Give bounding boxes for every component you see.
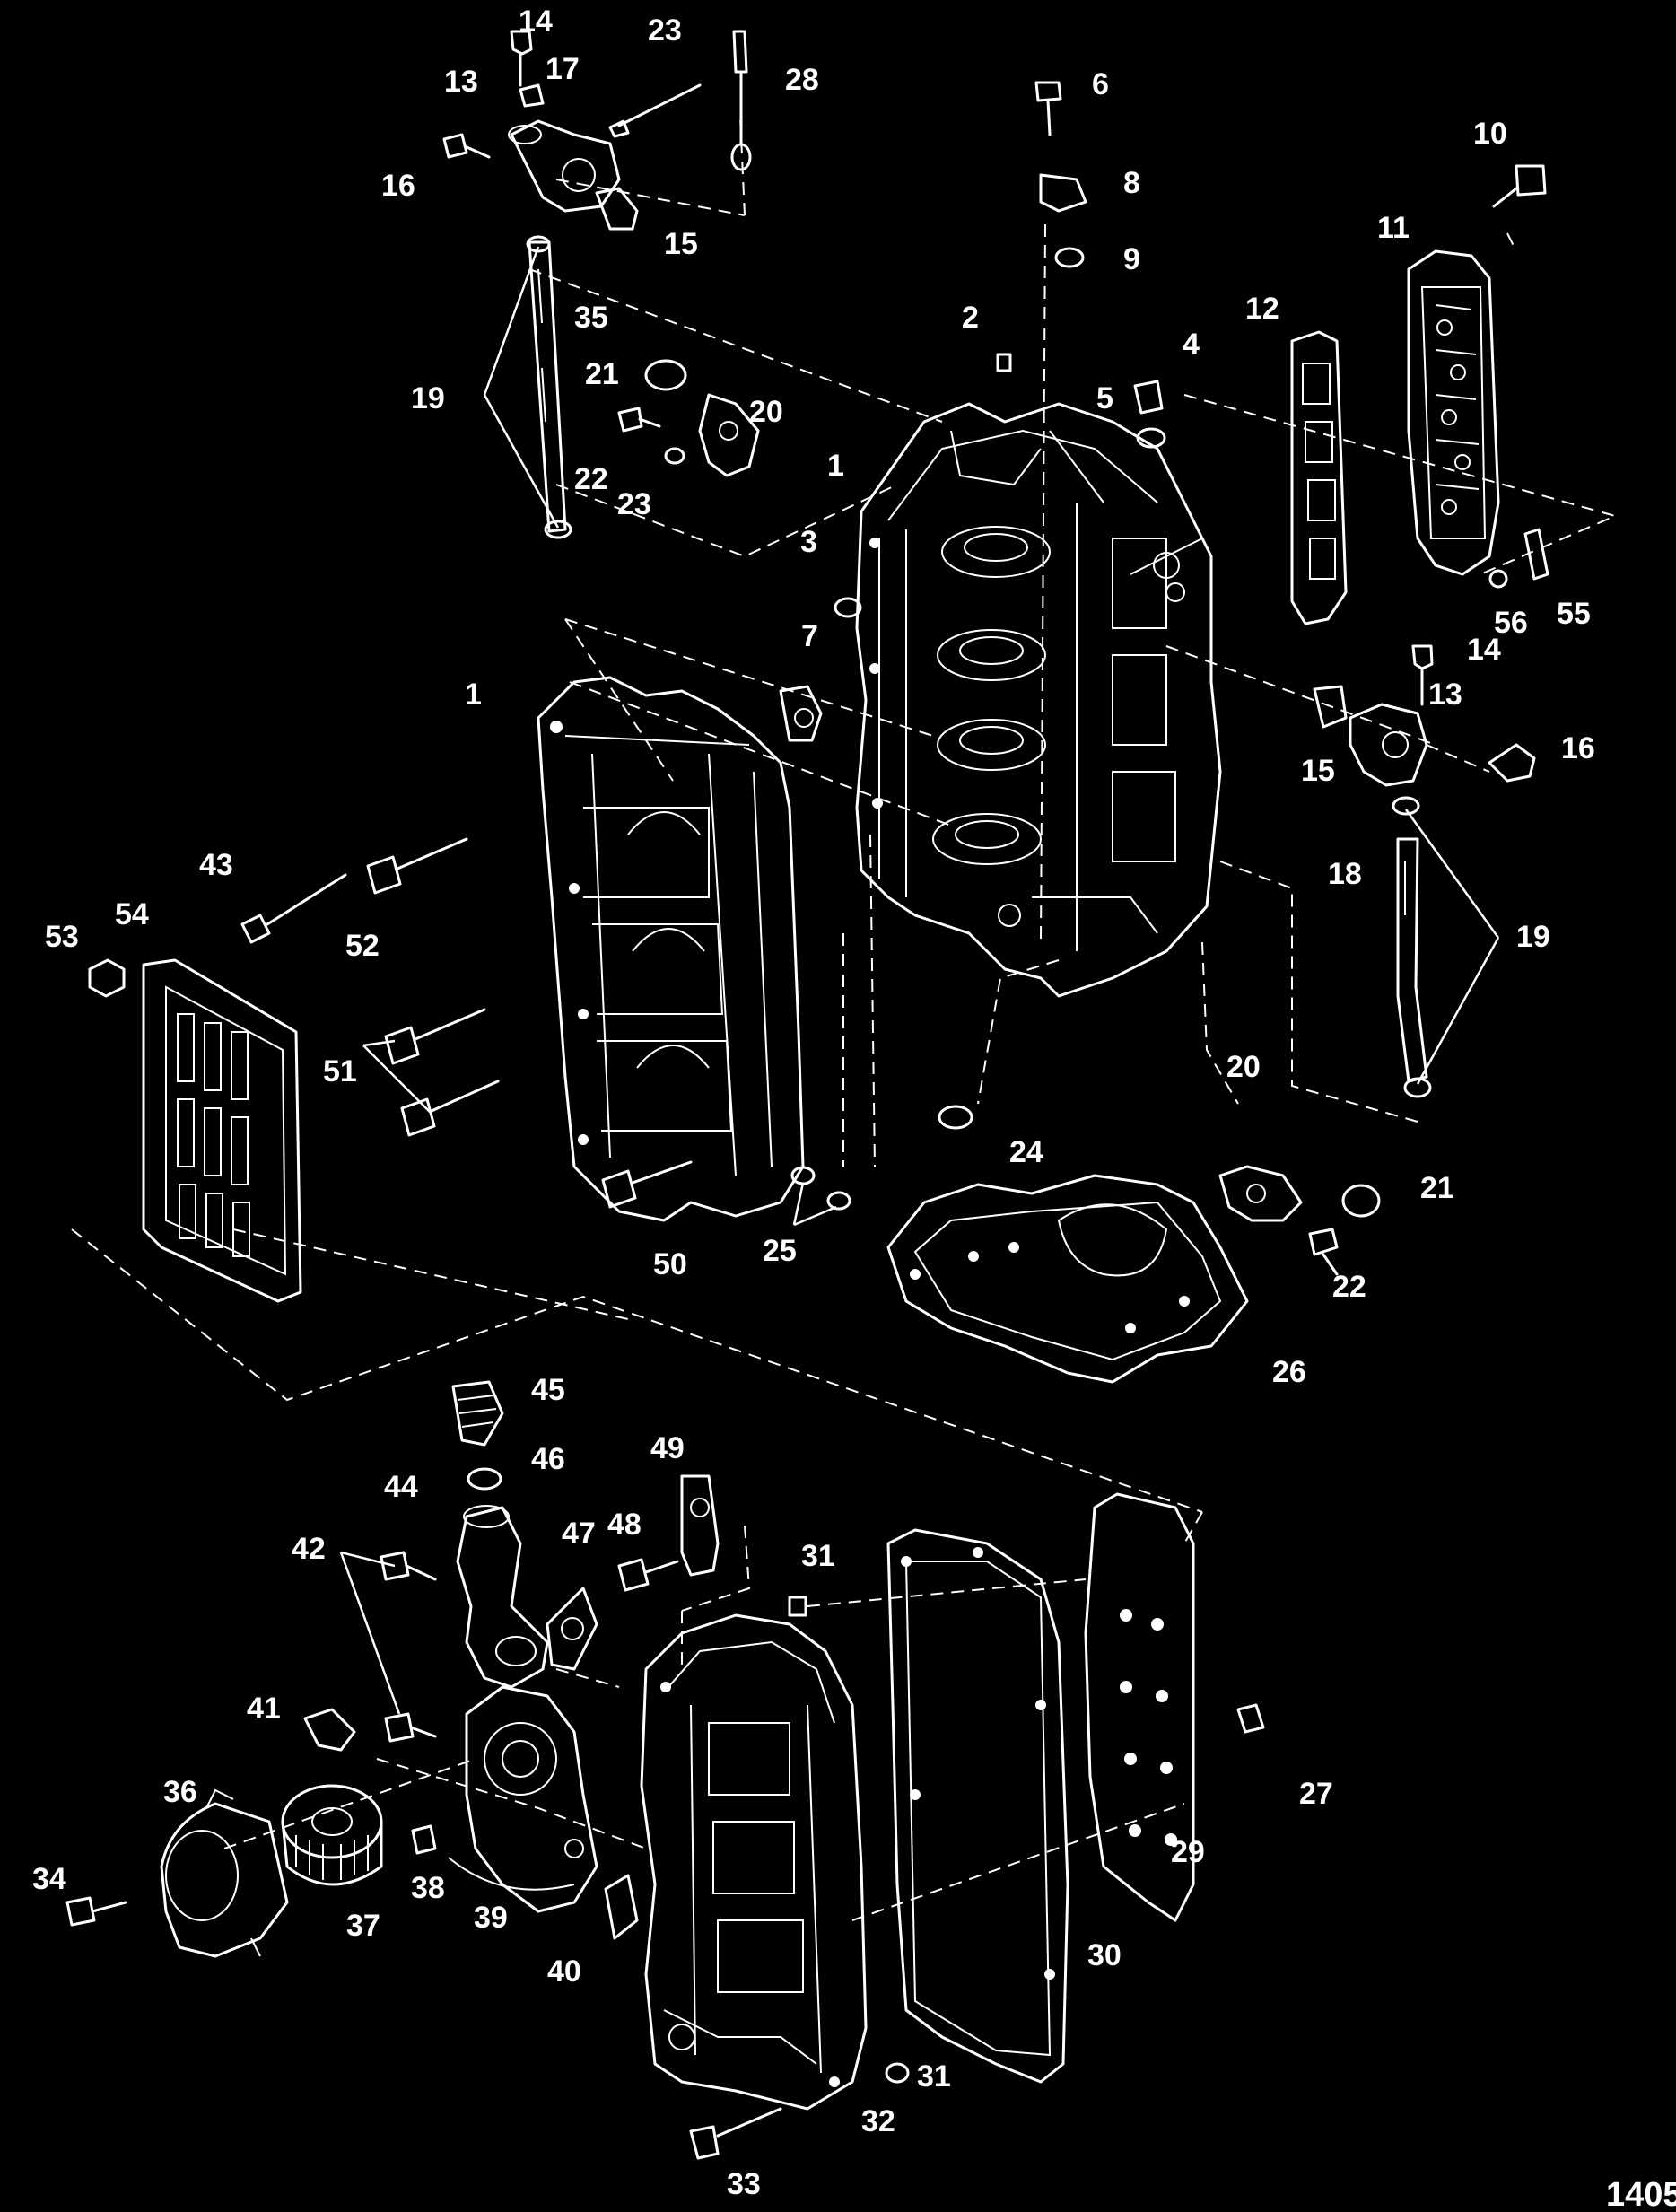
oil-fill-cap (451, 1380, 504, 1447)
callout-44: 44 (384, 1470, 418, 1504)
oil-filter-guard (160, 1788, 289, 1958)
filter-housing-gasket (604, 1874, 639, 1940)
callout-16: 16 (1561, 731, 1595, 765)
callout-3: 3 (800, 525, 817, 559)
callout-52: 52 (345, 929, 380, 963)
callout-23: 23 (617, 487, 651, 521)
callout-5: 5 (1096, 381, 1113, 415)
callout-13: 13 (444, 65, 478, 99)
callout-29: 29 (1171, 1835, 1205, 1869)
fill-neck-gasket (546, 1587, 598, 1671)
callout-12: 12 (1245, 292, 1279, 326)
callout-53: 53 (45, 920, 79, 954)
callout-20: 20 (749, 395, 783, 429)
callout-48: 48 (607, 1508, 642, 1542)
callout-6: 6 (1092, 67, 1109, 101)
callout-22: 22 (574, 462, 608, 496)
callout-21: 21 (585, 357, 619, 391)
oil-fill-o-ring (467, 1467, 502, 1491)
callout-10: 10 (1473, 117, 1507, 151)
callout-1: 1 (827, 449, 844, 483)
callout-24: 24 (1009, 1135, 1043, 1169)
callout-14: 14 (1467, 633, 1501, 667)
callout-18: 18 (1328, 857, 1362, 891)
callout-47: 47 (562, 1517, 596, 1551)
callout-21: 21 (1420, 1171, 1454, 1205)
hardware (65, 30, 1549, 2160)
base-gasket (886, 1174, 1249, 1384)
callout-26: 26 (1272, 1355, 1306, 1389)
callout-54: 54 (115, 897, 149, 931)
callout-15: 15 (1301, 754, 1335, 788)
callout-32: 32 (861, 2104, 895, 2138)
callout-labels: 1 1 2 3 4 5 6 7 8 9 10 11 12 13 13 14 14… (32, 4, 1595, 2201)
callout-8: 8 (1123, 166, 1140, 200)
oil-fill-neck (456, 1505, 549, 1689)
callout-33: 33 (727, 2167, 761, 2201)
callout-37: 37 (346, 1909, 380, 1943)
lower-cover-gasket (886, 1528, 1069, 2084)
leader-lines (339, 246, 1500, 1715)
exhaust-cover-plate (142, 958, 302, 1303)
callout-31: 31 (801, 1539, 835, 1573)
oil-filter-housing (448, 1685, 598, 1913)
callout-4: 4 (1183, 328, 1200, 362)
callout-22: 22 (1332, 1270, 1366, 1304)
callout-39: 39 (474, 1901, 508, 1935)
callout-49: 49 (650, 1431, 685, 1465)
callout-41: 41 (247, 1692, 281, 1726)
callout-25: 25 (763, 1234, 797, 1268)
callout-7: 7 (801, 619, 818, 653)
callout-28: 28 (785, 63, 819, 97)
callout-16: 16 (381, 169, 415, 203)
callout-31: 31 (917, 2059, 951, 2094)
callout-45: 45 (531, 1373, 565, 1407)
callout-56: 56 (1494, 606, 1528, 640)
callout-14: 14 (519, 4, 553, 39)
callout-20: 20 (1226, 1050, 1261, 1084)
callout-30: 30 (1087, 1938, 1122, 1972)
lower-crankcase-housing (640, 1613, 868, 2111)
fill-plate (680, 1474, 720, 1577)
cylinder-head-cover (1407, 249, 1500, 576)
callout-17: 17 (546, 52, 580, 86)
water-tube-upper (528, 240, 567, 533)
callout-2: 2 (962, 301, 979, 335)
bracket-lower (1218, 1165, 1303, 1222)
thermostat-cover-upper (508, 119, 621, 213)
callout-19: 19 (411, 381, 445, 415)
callout-23: 23 (648, 13, 682, 48)
water-tube-lower (1396, 837, 1428, 1083)
callout-11: 11 (1377, 211, 1410, 245)
callout-51: 51 (323, 1054, 357, 1089)
callout-50: 50 (653, 1247, 687, 1281)
bracket-upper (698, 393, 760, 477)
callout-1: 1 (465, 678, 482, 712)
callout-38: 38 (411, 1871, 445, 1905)
thermostat-cover-lower (1349, 703, 1428, 787)
callout-42: 42 (292, 1532, 326, 1566)
callout-43: 43 (199, 848, 233, 882)
callout-36: 36 (163, 1775, 197, 1809)
callout-40: 40 (547, 1954, 581, 1989)
callout-9: 9 (1123, 242, 1140, 276)
callout-55: 55 (1557, 597, 1591, 631)
oil-filter (281, 1784, 383, 1886)
callout-15: 15 (664, 227, 698, 261)
callout-46: 46 (531, 1442, 565, 1476)
figure-id: 1405 (1606, 2176, 1676, 2212)
cylinder-head-gasket (1290, 330, 1348, 625)
cylinder-block (855, 402, 1222, 998)
callout-19: 19 (1516, 920, 1550, 954)
callout-27: 27 (1299, 1777, 1333, 1811)
callout-35: 35 (574, 301, 608, 335)
callout-13: 13 (1428, 678, 1462, 712)
callout-34: 34 (32, 1862, 66, 1896)
lower-cover-plate (1084, 1492, 1195, 1922)
